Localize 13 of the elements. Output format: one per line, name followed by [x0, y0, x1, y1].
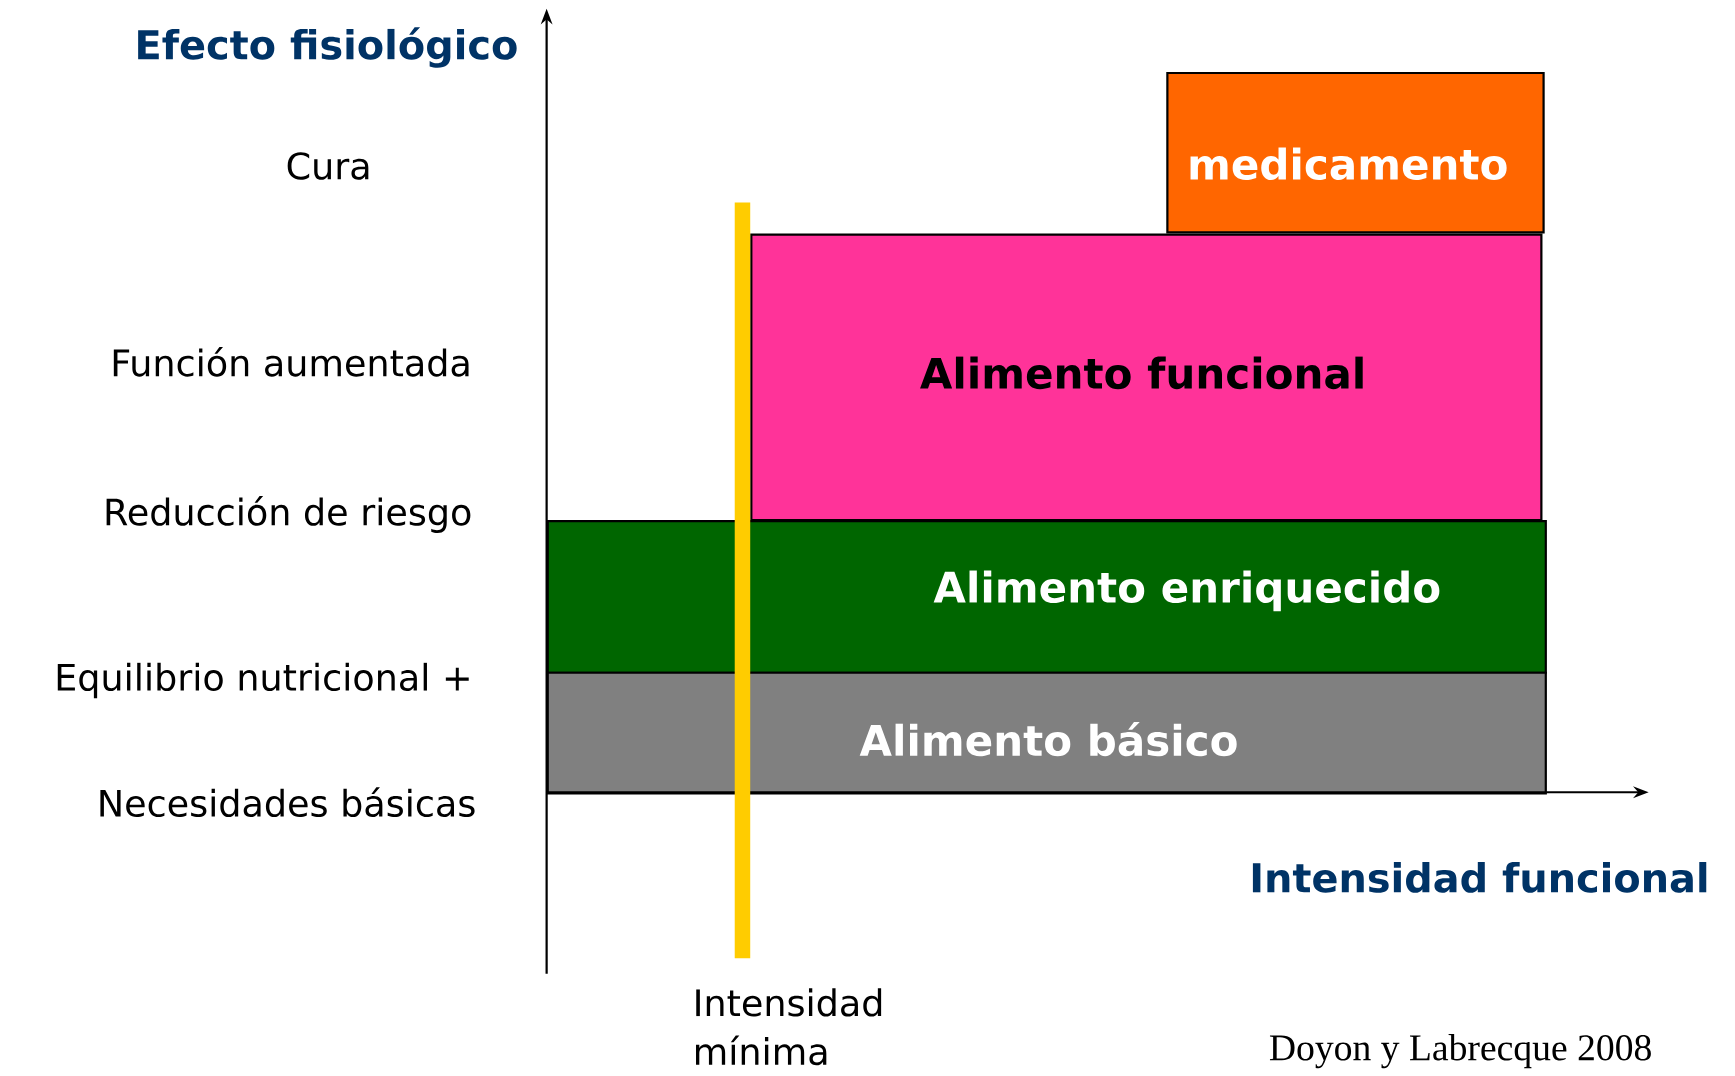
level-label: Reducción de riesgo	[106, 496, 471, 534]
category-box: Alimento funcional	[750, 233, 1543, 522]
threshold-label: Intensidad mínima	[696, 988, 882, 1066]
level-label: Equilibrio nutricional +	[57, 663, 469, 699]
axis-title: Intensidad funcional	[1252, 862, 1707, 894]
category-box: medicamento	[1166, 72, 1545, 234]
level-label: Necesidades básicas	[100, 787, 475, 818]
category-box: Alimento enriquecido	[546, 520, 1547, 675]
category-box: Alimento básico	[546, 671, 1547, 795]
source-note: Doyon y Labrecque 2008	[1269, 1034, 1651, 1069]
axis-title: Efecto fisiológico	[138, 27, 517, 69]
level-label: Función aumentada	[113, 347, 469, 377]
level-label: Cura	[287, 152, 369, 180]
